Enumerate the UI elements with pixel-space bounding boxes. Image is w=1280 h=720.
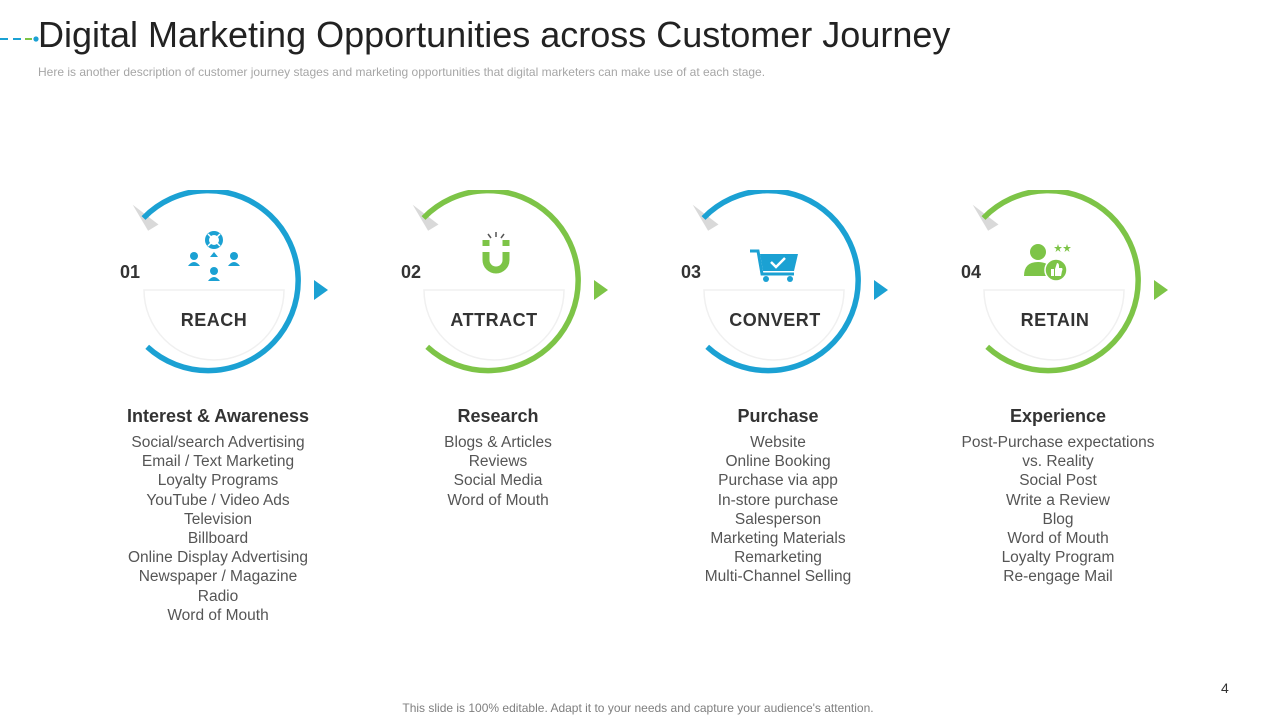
list-item: Loyalty Program [1001, 549, 1115, 567]
stage-heading: Purchase [737, 406, 819, 426]
label-half-circle [703, 289, 845, 361]
stage-label: REACH [180, 310, 248, 330]
list-item: Website [750, 434, 806, 451]
stage-label: ATTRACT [450, 310, 538, 330]
stage-circle-graphic [972, 190, 1168, 374]
list-item: Salesperson [734, 510, 822, 528]
slide-subtitle: Here is another description of customer … [38, 65, 766, 79]
stage-number: 04 [961, 262, 982, 282]
list-item: Social Post [1019, 472, 1097, 490]
progress-arc [981, 190, 1141, 374]
arrow-head-icon [1154, 280, 1168, 300]
shopping-cart-check-icon [750, 249, 798, 282]
stage-attract: 02 ATTRACT Research Blogs & Articles Rev… [368, 190, 628, 630]
list-item: Post-Purchase expectations [961, 434, 1155, 451]
stage-reach: 01 REACH Interest & Awareness Social/sea… [88, 190, 348, 630]
arrow-head-icon [874, 280, 888, 300]
stage-heading: Interest & Awareness [126, 406, 310, 426]
list-item: Purchase via app [718, 472, 838, 490]
list-item: Multi-Channel Selling [704, 568, 852, 586]
label-half-circle [143, 289, 285, 361]
stage-heading: Experience [1009, 406, 1107, 426]
label-half-circle [423, 289, 565, 361]
list-item: Blog [1042, 510, 1074, 528]
list-item: Social Media [453, 472, 543, 490]
list-item: Online Booking [725, 453, 831, 471]
list-item: Social/search Advertising [131, 434, 305, 451]
list-item: Television [183, 510, 253, 528]
user-thumbs-up-icon [1024, 244, 1071, 282]
list-item: YouTube / Video Ads [146, 491, 290, 509]
progress-arc [141, 190, 301, 374]
progress-arc [421, 190, 581, 374]
stage-label: CONVERT [729, 310, 821, 330]
stage-label: RETAIN [1020, 310, 1090, 330]
slide-footer: This slide is 100% editable. Adapt it to… [402, 701, 874, 715]
list-item: Word of Mouth [167, 606, 269, 624]
list-item: Email / Text Marketing [141, 453, 295, 471]
stage-circle-graphic [132, 190, 328, 374]
list-item: Radio [197, 587, 239, 605]
list-item: Re-engage Mail [1003, 568, 1113, 586]
stage-number: 03 [681, 262, 702, 282]
stage-convert: 03 CONVERT Purchase Website Online Booki… [648, 190, 908, 630]
page-number: 4 [1221, 680, 1229, 696]
stage-heading: Research [457, 406, 539, 426]
list-item: Write a Review [1006, 491, 1110, 509]
list-item: In-store purchase [717, 491, 839, 509]
stage-opportunity-list: Blogs & Articles Reviews Social Media Wo… [368, 433, 628, 510]
stage-number: 02 [401, 262, 422, 282]
stage-circle-graphic [412, 190, 608, 374]
stage-opportunity-list: Website Online Booking Purchase via app … [648, 433, 908, 587]
list-item: Marketing Materials [710, 530, 846, 548]
stage-number: 01 [120, 262, 141, 282]
stage-retain: 04 RETAIN Experience Post-Purchase expec… [928, 190, 1188, 630]
progress-arc [701, 190, 861, 374]
list-item: Word of Mouth [447, 491, 549, 509]
list-item: Billboard [187, 530, 249, 548]
people-network-icon [188, 231, 240, 281]
list-item: vs. Reality [1022, 453, 1094, 471]
list-item: Online Display Advertising [127, 549, 309, 567]
magnet-icon [482, 232, 510, 274]
list-item: Loyalty Programs [157, 472, 279, 490]
label-half-circle [983, 289, 1125, 361]
title-accent-dashes [0, 36, 39, 42]
stage-opportunity-list: Post-Purchase expectations vs. Reality S… [928, 433, 1188, 587]
list-item: Reviews [468, 453, 528, 471]
arrow-head-icon [314, 280, 328, 300]
list-item: Word of Mouth [1007, 530, 1109, 548]
arrow-head-icon [594, 280, 608, 300]
stage-circle-graphic [692, 190, 888, 374]
stage-opportunity-list: Social/search Advertising Email / Text M… [88, 433, 348, 625]
slide-title: Digital Marketing Opportunities across C… [38, 14, 951, 55]
list-item: Remarketing [734, 549, 822, 567]
list-item: Newspaper / Magazine [138, 568, 298, 586]
list-item: Blogs & Articles [444, 434, 552, 451]
